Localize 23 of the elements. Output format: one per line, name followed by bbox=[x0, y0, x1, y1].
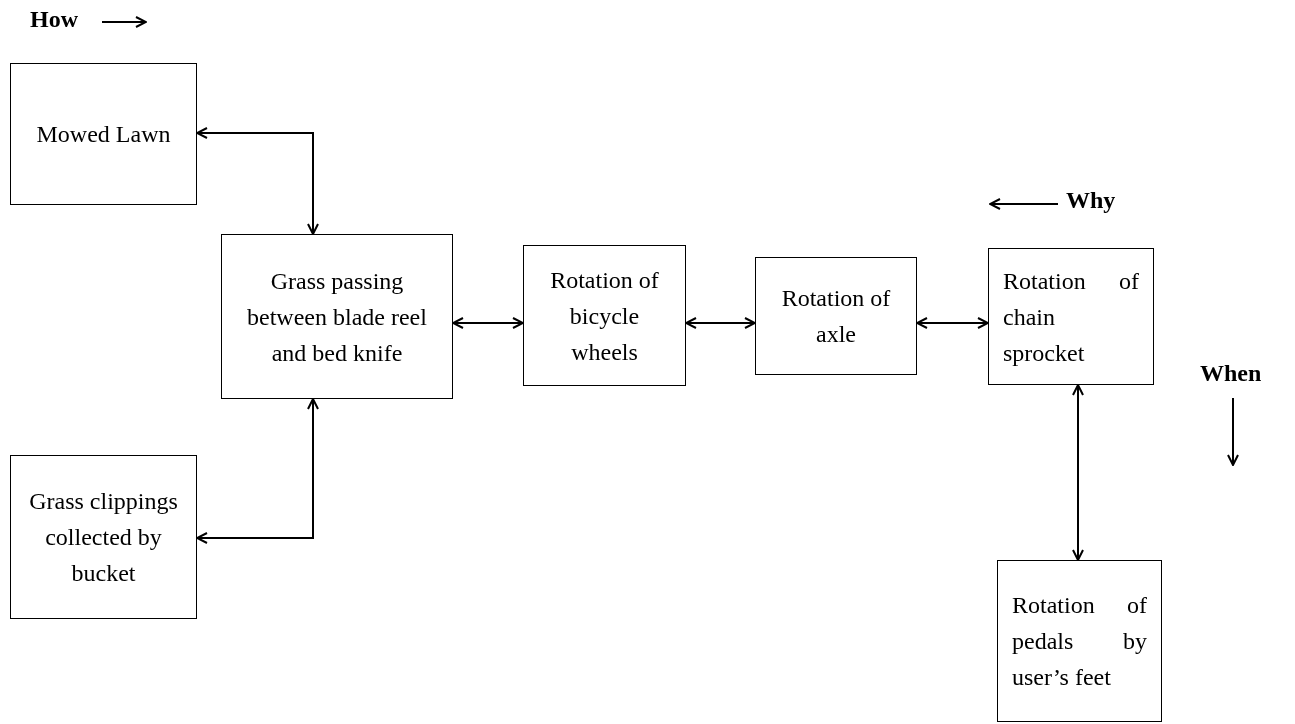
process-box bbox=[221, 234, 453, 399]
process-box bbox=[10, 455, 197, 619]
direction-label: How bbox=[30, 6, 78, 33]
box-text: Grass passing between blade reel and bed knife bbox=[246, 266, 428, 368]
box-text: Grass clippings collected by bucket bbox=[28, 487, 179, 588]
double-arrow bbox=[196, 398, 319, 544]
double-arrow bbox=[685, 317, 756, 329]
process-box bbox=[523, 245, 686, 386]
double-arrow bbox=[196, 127, 319, 235]
process-box bbox=[10, 63, 197, 205]
double-arrow bbox=[1072, 384, 1084, 561]
process-box bbox=[988, 248, 1154, 385]
box-text: Rotation of chain sprocket bbox=[1003, 266, 1139, 368]
direction-label: When bbox=[1200, 360, 1262, 387]
process-box bbox=[755, 257, 917, 375]
double-arrow bbox=[452, 317, 524, 329]
direction-label: Why bbox=[1066, 187, 1116, 214]
box-text: Rotation of axle bbox=[780, 284, 892, 349]
box-text: Rotation of bicycle wheels bbox=[549, 265, 660, 367]
process-box bbox=[997, 560, 1162, 722]
box-text: Rotation of pedals by user’s feet bbox=[1012, 591, 1147, 692]
double-arrow bbox=[916, 317, 989, 329]
box-text: Mowed Lawn bbox=[35, 120, 172, 149]
